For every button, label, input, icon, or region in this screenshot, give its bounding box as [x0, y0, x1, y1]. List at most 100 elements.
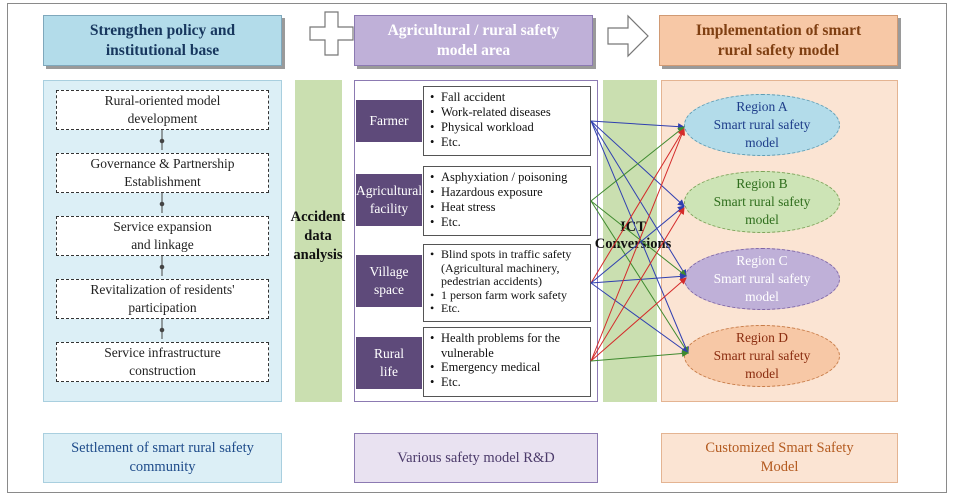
accident-label-line3: analysis: [293, 247, 343, 263]
policy-step-4-line1: Revitalization of residents': [90, 282, 235, 297]
region-d-ellipse: Region D Smart rural safety model: [684, 325, 840, 387]
risk-item: Etc.: [430, 135, 586, 150]
region-a-line2: model: [745, 135, 779, 150]
policy-step-5-line1: Service infrastructure: [104, 345, 221, 360]
category-farmer-label: Farmer: [369, 113, 409, 128]
policy-step-2: Governance & Partnership Establishment: [56, 153, 269, 193]
header-policy-line2: institutional base: [105, 41, 220, 59]
link-life-region-d: [590, 350, 689, 362]
policy-step-connectors: [159, 130, 165, 339]
risk-item: Hazardous exposure: [430, 185, 586, 200]
region-a-line1: Smart rural safety: [713, 117, 811, 132]
risk-item: Physical workload: [430, 120, 586, 135]
risk-item: 1 person farm work safety: [430, 288, 586, 303]
policy-step-1-line2: development: [127, 111, 198, 126]
connector-dot-4: [159, 327, 165, 333]
bottom-settlement-line1: Settlement of smart rural safety: [71, 440, 254, 456]
region-b-line2: model: [745, 212, 779, 227]
bottom-customized-line1: Customized Smart Safety: [705, 440, 854, 456]
policy-step-1-line1: Rural-oriented model: [104, 93, 221, 108]
link-life-region-a: [590, 128, 686, 362]
category-facility-line2: facility: [369, 201, 409, 216]
accident-analysis-label: Accident data analysis: [278, 208, 358, 265]
link-village-region-a: [590, 128, 685, 284]
link-facility-region-a: [590, 126, 685, 202]
policy-step-3: Service expansion and linkage: [56, 216, 269, 256]
bottom-rd-line1: Various safety model R&D: [397, 449, 555, 466]
risk-item: Etc.: [430, 215, 586, 230]
policy-step-5-line2: construction: [129, 363, 196, 378]
bottom-settlement: Settlement of smart rural safety communi…: [43, 433, 282, 483]
header-implementation-line2: rural safety model: [717, 41, 840, 59]
category-facility-line1: Agricultural: [356, 183, 422, 198]
ict-label-line1: ICT: [620, 219, 646, 235]
connector-dot-2: [159, 201, 165, 207]
link-life-region-c: [590, 277, 687, 362]
category-rural-life-line1: Rural: [374, 346, 404, 361]
accident-analysis-band: [295, 80, 342, 402]
header-safety-area-line2: model area: [436, 41, 511, 59]
risk-item: Blind spots in traffic safety (Agricultu…: [430, 247, 586, 289]
region-b-ellipse: Region B Smart rural safety model: [684, 171, 840, 233]
policy-step-2-line1: Governance & Partnership: [90, 156, 235, 171]
header-implementation-line1: Implementation of smart: [695, 21, 862, 39]
arrow-right-icon: [607, 14, 649, 58]
risk-item: Health problems for the vulnerable: [430, 331, 586, 360]
risk-item: Asphyxiation / poisoning: [430, 170, 586, 185]
header-policy-line1: Strengthen policy and: [89, 21, 236, 39]
link-facility-region-c: [590, 200, 687, 277]
bottom-customized-model: Customized Smart Safety Model: [661, 433, 898, 483]
link-farmer-region-c: [590, 120, 687, 277]
policy-step-3-line1: Service expansion: [113, 219, 212, 234]
bottom-settlement-line2: community: [129, 459, 196, 475]
region-d-line1: Smart rural safety: [713, 348, 811, 363]
diagram-frame: Strengthen policy and institutional base…: [7, 3, 947, 493]
risk-item: Etc.: [430, 301, 586, 316]
region-c-line2: model: [745, 289, 779, 304]
link-facility-region-d: [590, 200, 689, 354]
category-village-space: Village space: [356, 255, 422, 307]
region-c-name: Region C: [736, 253, 788, 268]
risk-item: Work-related diseases: [430, 105, 586, 120]
category-village-line1: Village: [369, 264, 409, 279]
ict-label-line2: Conversions: [594, 236, 672, 252]
risk-item: Etc.: [430, 375, 586, 390]
header-safety-area: Agricultural / rural safety model area: [354, 15, 593, 66]
bottom-rd: Various safety model R&D: [354, 433, 598, 483]
header-safety-area-line1: Agricultural / rural safety: [387, 21, 560, 39]
ict-conversion-band: [603, 80, 657, 402]
policy-step-5: Service infrastructure construction: [56, 342, 269, 382]
bottom-customized-line2: Model: [760, 459, 799, 475]
region-c-line1: Smart rural safety: [713, 271, 811, 286]
region-b-line1: Smart rural safety: [713, 194, 811, 209]
category-village-line2: space: [374, 282, 404, 297]
risk-item: Fall accident: [430, 90, 586, 105]
connector-dot-1: [159, 138, 165, 144]
link-farmer-region-a-direct: [590, 120, 685, 131]
category-agricultural-facility: Agricultural facility: [356, 174, 422, 226]
region-b-name: Region B: [736, 176, 788, 191]
header-implementation: Implementation of smart rural safety mod…: [659, 15, 898, 66]
header-policy: Strengthen policy and institutional base: [43, 15, 282, 66]
risk-item: Emergency medical: [430, 360, 586, 375]
region-a-ellipse: Region A Smart rural safety model: [684, 94, 840, 156]
risk-list-facility: Asphyxiation / poisoning Hazardous expos…: [423, 166, 591, 236]
link-farmer-region-d: [590, 120, 689, 354]
policy-step-1: Rural-oriented model development: [56, 90, 269, 130]
region-a-name: Region A: [736, 99, 788, 114]
risk-list-village: Blind spots in traffic safety (Agricultu…: [423, 244, 591, 322]
link-village-region-c: [590, 272, 687, 284]
header-symbols: [309, 11, 649, 58]
region-d-name: Region D: [735, 330, 789, 345]
policy-step-4-line2: participation: [128, 300, 197, 315]
ict-conversions-label: ICT Conversions: [583, 219, 683, 253]
region-connections: [590, 120, 689, 362]
risk-list-farmer: Fall accident Work-related diseases Phys…: [423, 86, 591, 156]
policy-step-2-line2: Establishment: [124, 174, 201, 189]
risk-item: Heat stress: [430, 200, 586, 215]
connector-dot-3: [159, 264, 165, 270]
link-life-region-b: [590, 207, 685, 362]
category-rural-life-line2: life: [380, 364, 398, 379]
accident-label-line2: data: [304, 228, 332, 244]
accident-label-line1: Accident: [290, 209, 346, 225]
